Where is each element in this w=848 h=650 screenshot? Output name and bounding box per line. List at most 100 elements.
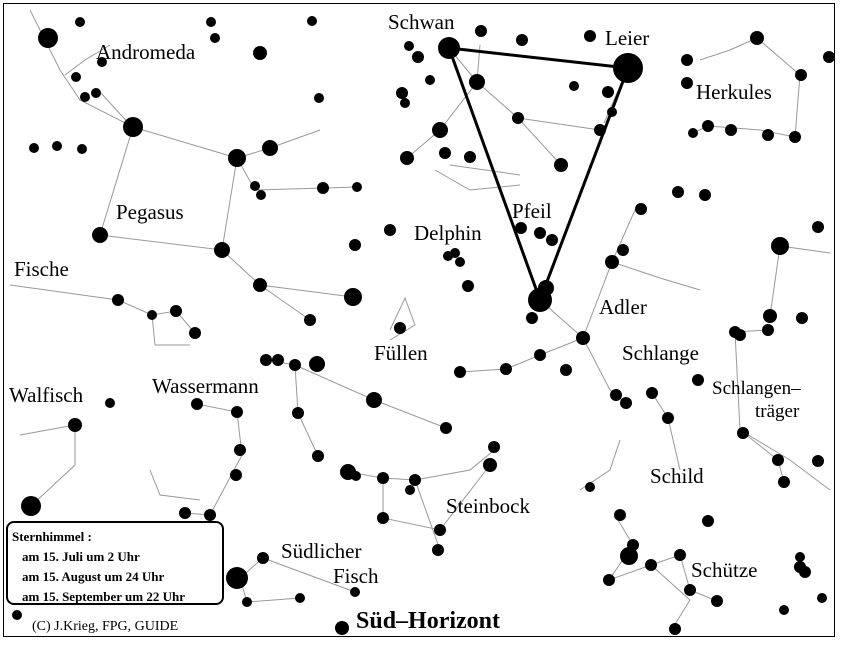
star (613, 53, 643, 83)
star (617, 244, 629, 256)
star (432, 122, 448, 138)
constellation-line (389, 296, 416, 341)
star (260, 354, 272, 366)
star (812, 455, 824, 467)
constellation-line (434, 169, 521, 191)
star (778, 476, 790, 488)
label-schild: Schild (650, 464, 704, 488)
label-schlangentraeger-2: träger (755, 401, 800, 422)
star (191, 398, 203, 410)
star (763, 309, 777, 323)
star (585, 482, 595, 492)
star (771, 237, 789, 255)
star (352, 182, 362, 192)
star (750, 31, 764, 45)
star (464, 151, 476, 163)
constellation-line (265, 359, 319, 457)
star (645, 559, 657, 571)
label-wassermann: Wassermann (152, 374, 259, 398)
star (725, 124, 737, 136)
label-schwan: Schwan (388, 10, 455, 34)
star (350, 587, 360, 597)
constellation-line (64, 44, 111, 76)
constellation-line (99, 126, 238, 251)
constellation-line (19, 424, 76, 507)
star (462, 280, 474, 292)
star (662, 412, 674, 424)
star (123, 117, 143, 137)
star (404, 41, 414, 51)
star (440, 422, 452, 434)
label-leier: Leier (605, 26, 650, 50)
constellation-line (347, 471, 441, 551)
constellation-line (221, 249, 354, 298)
star (92, 227, 108, 243)
star (684, 584, 696, 596)
star (823, 51, 835, 63)
star (396, 87, 408, 99)
label-sued-horizont: Süd–Horizont (356, 608, 501, 634)
credit-text: (C) J.Krieg, FPG, GUIDE (32, 619, 179, 634)
star (515, 222, 527, 234)
star (681, 54, 693, 66)
star (569, 81, 579, 91)
info-box-title: Sternhimmel : (12, 529, 92, 544)
constellation-line (9, 284, 196, 334)
star (409, 474, 421, 486)
star (179, 507, 191, 519)
constellation-line (236, 157, 358, 191)
star (772, 454, 784, 466)
star (699, 189, 711, 201)
star (228, 149, 246, 167)
constellation-line (449, 164, 521, 176)
star (762, 129, 774, 141)
star (317, 182, 329, 194)
star (29, 143, 39, 153)
star (272, 354, 284, 366)
star (295, 593, 305, 603)
star (234, 444, 246, 456)
star (377, 472, 389, 484)
star (230, 469, 242, 481)
star (289, 359, 301, 371)
star (309, 356, 325, 372)
star (344, 288, 362, 306)
star (349, 239, 361, 251)
star (635, 203, 647, 215)
label-fische: Fische (14, 257, 69, 281)
star (335, 621, 349, 635)
star (12, 610, 22, 620)
star (702, 120, 714, 132)
star (799, 566, 811, 578)
star (434, 524, 446, 536)
star (603, 574, 615, 586)
label-schlange: Schlange (622, 341, 699, 365)
label-fuellen: Füllen (374, 341, 428, 365)
star (231, 406, 243, 418)
label-schuetze: Schütze (691, 558, 758, 582)
constellation-line (382, 464, 491, 531)
label-walfisch: Walfisch (9, 383, 84, 407)
star (455, 257, 465, 267)
star (688, 128, 698, 138)
star (560, 364, 572, 376)
constellation-line (459, 337, 584, 373)
star (762, 324, 774, 336)
star (576, 331, 590, 345)
star (439, 147, 451, 159)
constellation-line (699, 37, 758, 61)
star (594, 124, 606, 136)
star (256, 190, 266, 200)
star (500, 363, 512, 375)
star (702, 515, 714, 527)
star (210, 33, 220, 43)
star (483, 458, 497, 472)
summer-triangle (446, 46, 631, 305)
star (669, 623, 681, 635)
star (512, 112, 524, 124)
constellation-line (650, 564, 691, 630)
star (438, 37, 460, 59)
star (672, 186, 684, 198)
star (312, 450, 324, 462)
star (534, 349, 546, 361)
